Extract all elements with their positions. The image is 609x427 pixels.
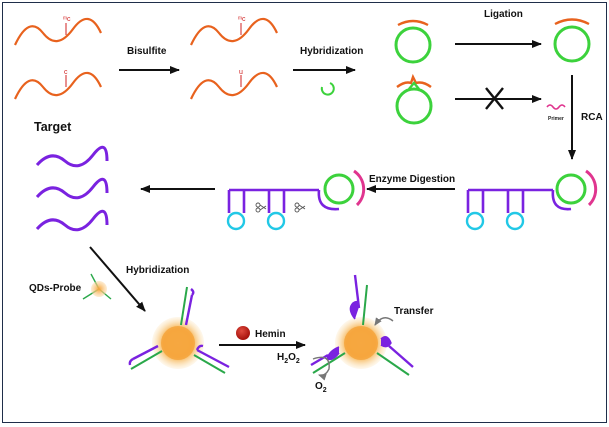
padlock-probe-open — [320, 82, 335, 96]
uracil-mark: u — [239, 69, 243, 76]
enzyme-digestion-label: Enzyme Digestion — [369, 174, 455, 185]
primer-label: Primer — [548, 116, 564, 122]
padlock-mismatched — [395, 73, 433, 125]
figure-frame: ᵐc c Target Bisulfite ᵐc u Hybridization… — [2, 2, 607, 423]
scissors-icon — [255, 202, 267, 213]
plain-c-mark: c — [64, 69, 68, 76]
target-label: Target — [34, 120, 72, 134]
hemin-label: Hemin — [255, 329, 286, 340]
methyl-c-after-mark: ᵐc — [238, 16, 246, 23]
qd-g-quadruplex-complex — [310, 274, 414, 376]
primer-strand — [546, 104, 566, 110]
padlock-matched — [394, 19, 432, 64]
ligation-label: Ligation — [484, 9, 523, 20]
o2-label: O2 — [315, 381, 327, 394]
ligated-circle — [553, 18, 591, 63]
hemin-icon — [236, 326, 250, 340]
schematic-diagram: ᵐc c Target Bisulfite ᵐc u Hybridization… — [14, 9, 603, 394]
digested-product — [226, 169, 366, 231]
released-strands — [35, 145, 109, 232]
qds-probe-label: QDs-Probe — [29, 283, 82, 294]
qd-complex — [128, 286, 230, 374]
target-strands: ᵐc c — [14, 16, 102, 100]
catalysis-arrow — [312, 356, 330, 381]
blocked-x-icon — [485, 87, 504, 110]
converted-strands: ᵐc u — [190, 16, 278, 100]
transfer-arrow — [374, 317, 394, 326]
rca-label: RCA — [581, 112, 603, 123]
methyl-c-mark: ᵐc — [63, 16, 71, 23]
bisulfite-label: Bisulfite — [127, 46, 167, 57]
rca-product — [465, 169, 598, 231]
hybridization-1-label: Hybridization — [300, 46, 363, 57]
hybridization-2-arrow — [89, 246, 146, 312]
transfer-label: Transfer — [394, 306, 434, 317]
scissors-icon — [294, 202, 306, 213]
hybridization-2-label: Hybridization — [126, 265, 189, 276]
qds-probe-small — [82, 273, 112, 300]
h2o2-label: H2O2 — [277, 352, 300, 365]
